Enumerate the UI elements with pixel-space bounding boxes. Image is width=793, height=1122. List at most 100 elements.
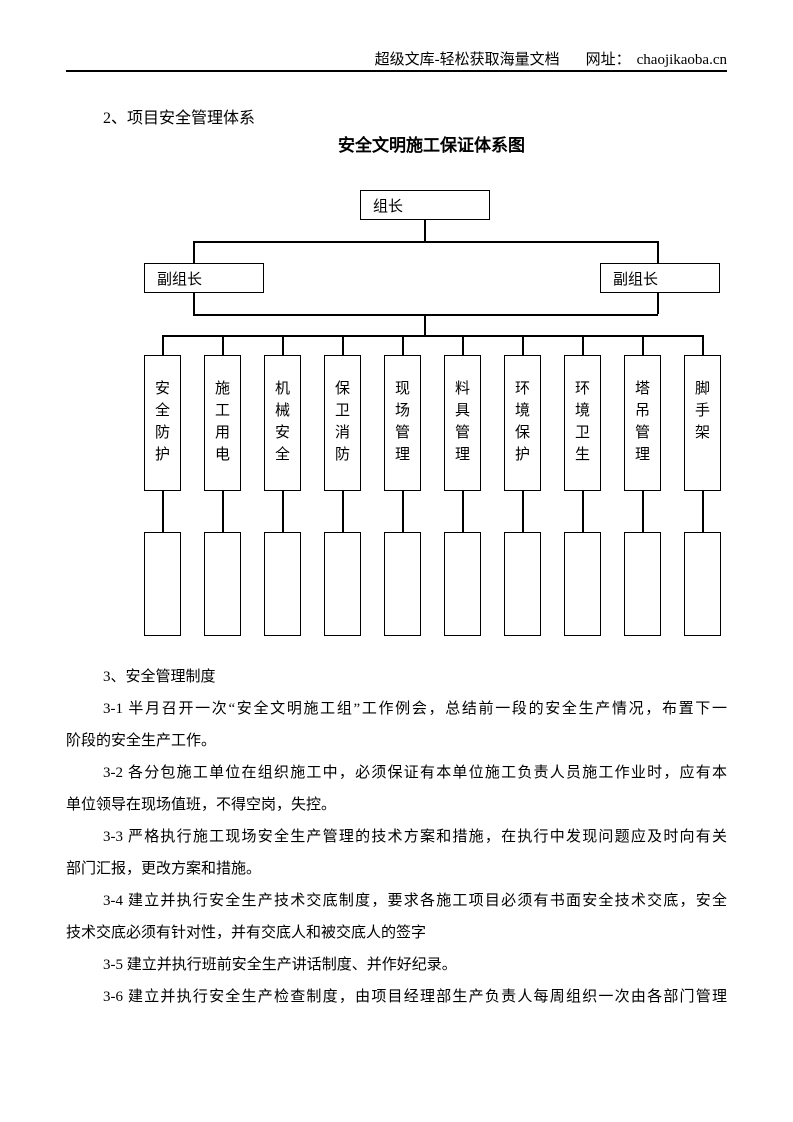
dept-sub-box [684, 532, 721, 636]
dept-sub-box [504, 532, 541, 636]
dept-box: 安全防护 [144, 355, 181, 491]
header-url-group: 网址： chaojikaoba.cn [586, 48, 727, 69]
dept-label-char: 管 [634, 425, 650, 441]
dept-sub-box [264, 532, 301, 636]
dept-label-char: 安 [274, 425, 290, 441]
connector-line [162, 335, 164, 355]
connector-line [193, 293, 195, 314]
connector-line [424, 220, 426, 241]
dept-sub-box [384, 532, 421, 636]
dept-box: 现场管理 [384, 355, 421, 491]
dept-box: 环境卫生 [564, 355, 601, 491]
body-line: 部门汇报，更改方案和措施。 [66, 861, 262, 877]
connector-line [582, 491, 584, 532]
connector-line [193, 241, 658, 243]
connector-line [342, 335, 344, 355]
dept-label-char: 理 [454, 447, 470, 463]
connector-line [702, 491, 704, 532]
body-line: 3-6 建立并执行安全生产检查制度，由项目经理部生产负责人每周组织一次由各部门管… [103, 989, 727, 1005]
diagram-title: 安全文明施工保证体系图 [338, 136, 525, 155]
connector-line [282, 335, 284, 355]
dept-sub-box [564, 532, 601, 636]
connector-line [642, 491, 644, 532]
body-line: 3-5 建立并执行班前安全生产讲话制度、并作好纪录。 [103, 957, 457, 973]
dept-sub-box [624, 532, 661, 636]
dept-sub-box [324, 532, 361, 636]
header-rule [66, 70, 727, 72]
body-line: 3-3 严格执行施工现场安全生产管理的技术方案和措施，在执行中发现问题应及时向有… [103, 829, 727, 845]
dept-label-char: 管 [394, 425, 410, 441]
dept-sub-box [444, 532, 481, 636]
dept-label-char: 护 [154, 447, 170, 463]
dept-label-char: 械 [274, 403, 290, 419]
deputy-right-label: 副组长 [613, 271, 659, 288]
connector-line [402, 335, 404, 355]
dept-label-char: 具 [454, 403, 470, 419]
dept-box: 料具管理 [444, 355, 481, 491]
deputy-left-label: 副组长 [157, 271, 203, 288]
connector-line [657, 293, 659, 314]
connector-line [522, 335, 524, 355]
connector-line [342, 491, 344, 532]
dept-label-char: 电 [214, 447, 230, 463]
dept-label-char: 料 [454, 381, 470, 397]
deputy-left-box: 副组长 [144, 263, 264, 293]
dept-sub-box [204, 532, 241, 636]
connector-line [462, 335, 464, 355]
dept-label-char: 工 [214, 403, 230, 419]
dept-label-char: 理 [394, 447, 410, 463]
dept-label-char: 机 [274, 381, 290, 397]
dept-label-char: 安 [154, 381, 170, 397]
dept-label-char: 全 [154, 403, 170, 419]
dept-label-char: 管 [454, 425, 470, 441]
dept-box: 保卫消防 [324, 355, 361, 491]
body-line: 3-4 建立并执行安全生产技术交底制度，要求各施工项目必须有书面安全技术交底，安… [103, 893, 727, 909]
dept-sub-box [144, 532, 181, 636]
dept-label-char: 消 [334, 425, 350, 441]
connector-line [162, 491, 164, 532]
dept-label-char: 手 [694, 403, 710, 419]
body-line: 3-1 半月召开一次“安全文明施工组”工作例会，总结前一段的安全生产情况，布置下… [103, 701, 727, 717]
dept-label-char: 生 [574, 447, 590, 463]
body-line: 技术交底必须有针对性，并有交底人和被交底人的签字 [66, 925, 427, 941]
connector-line [222, 491, 224, 532]
dept-label-char: 用 [214, 425, 230, 441]
connector-line [522, 491, 524, 532]
leader-box: 组长 [360, 190, 490, 220]
dept-label-char: 全 [274, 447, 290, 463]
dept-label-char: 架 [694, 425, 710, 441]
body-line: 阶段的安全生产工作。 [66, 733, 217, 749]
dept-box: 机械安全 [264, 355, 301, 491]
body-line: 3、安全管理制度 [103, 669, 216, 685]
dept-label-char: 现 [394, 381, 410, 397]
dept-label-char: 场 [394, 403, 410, 419]
connector-line [193, 314, 658, 316]
connector-line [642, 335, 644, 355]
dept-label-char: 境 [574, 403, 590, 419]
dept-label-char: 脚 [694, 381, 710, 397]
dept-box: 脚手架 [684, 355, 721, 491]
connector-line [162, 335, 703, 337]
dept-label-char: 境 [514, 403, 530, 419]
dept-box: 环境保护 [504, 355, 541, 491]
dept-label-char: 环 [574, 381, 590, 397]
dept-box: 塔吊管理 [624, 355, 661, 491]
dept-label-char: 施 [214, 381, 230, 397]
header-url: chaojikaoba.cn [636, 52, 727, 68]
dept-label-char: 卫 [334, 403, 350, 419]
connector-line [702, 335, 704, 355]
page-header: 超级文库-轻松获取海量文档 网址： chaojikaoba.cn [375, 48, 727, 69]
connector-line [402, 491, 404, 532]
connector-line [193, 241, 195, 263]
dept-label-char: 吊 [634, 403, 650, 419]
dept-label-char: 护 [514, 447, 530, 463]
header-site-label: 超级文库-轻松获取海量文档 [374, 52, 560, 68]
dept-label-char: 防 [334, 447, 350, 463]
dept-label-char: 理 [634, 447, 650, 463]
dept-label-char: 保 [514, 425, 530, 441]
dept-label-char: 卫 [574, 425, 590, 441]
section-2-heading: 2、项目安全管理体系 [103, 110, 256, 127]
dept-label-char: 环 [514, 381, 530, 397]
deputy-right-box: 副组长 [600, 263, 720, 293]
